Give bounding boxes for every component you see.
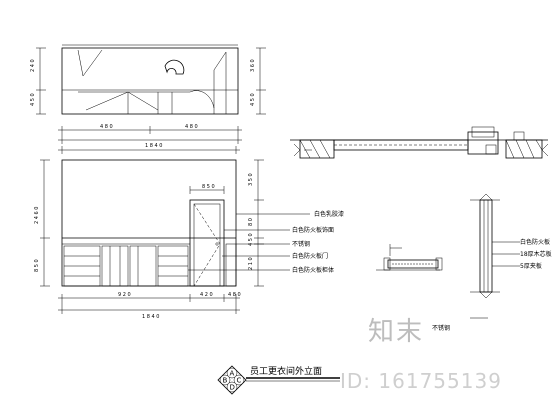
door-plan-section (290, 126, 549, 159)
title-block: A B C D 员工更衣间外立面 (217, 365, 340, 395)
cabinet-panel-3 (129, 245, 157, 287)
elev-dim-right-4: 2 1 0 (248, 257, 254, 270)
section-label-3: 5厚夹板 (520, 262, 542, 270)
elev-label-4: 白色防火板门 (292, 252, 328, 260)
plan-dim-right-1: 3 6 0 (250, 59, 256, 72)
detail-small-section (376, 244, 443, 271)
drawing-title: 员工更衣间外立面 (250, 365, 322, 377)
plan-dim-right-2: 4 5 0 (250, 93, 256, 106)
elev-label-1: 白色乳胶漆 (314, 210, 344, 218)
elev-dim-right-1: 3 5 0 (248, 173, 254, 186)
elev-dim-part-2: 4 2 0 (200, 292, 213, 298)
detail-tall-section: 白色防火板 18厚木芯板 5厚夹板 不锈钢 (432, 193, 552, 332)
watermark-id: ID: 161755139 (340, 369, 502, 393)
front-elevation: 8 5 0 9 2 0 4 2 0 4 8 0 1 8 4 0 2 4 6 0 … (34, 146, 344, 320)
door-width-dim: 8 5 0 (202, 184, 215, 190)
index-letter-d: D (230, 384, 235, 392)
watermark: 知末 ID: 161755139 (340, 317, 502, 393)
elev-dim-right-3: 4 5 0 (248, 233, 254, 246)
elev-dim-part-3: 4 8 0 (228, 292, 241, 298)
door-swing-symbol (164, 59, 185, 75)
plan-outline (61, 47, 239, 115)
section-label-1: 白色防火板 (520, 238, 550, 246)
plan-view: 4 8 0 4 8 0 1 8 4 0 2 4 0 4 5 0 3 6 0 4 … (30, 44, 266, 149)
elev-label-3: 不锈钢 (292, 240, 310, 248)
plan-dim-part-2: 4 8 0 (185, 124, 198, 130)
plan-dim-part-1: 4 8 0 (100, 124, 113, 130)
elevation-outline (61, 159, 237, 287)
elev-dim-left-lower: 8 5 0 (34, 259, 40, 272)
index-letter-c: C (237, 377, 242, 385)
index-letter-a: A (230, 370, 235, 378)
elev-dim-right-2: 8 0 (248, 218, 254, 226)
elev-label-2: 白色防火板饰面 (292, 226, 334, 234)
elev-dim-part-1: 9 2 0 (118, 292, 131, 298)
watermark-brand: 知末 (368, 317, 424, 347)
section-label-4: 不锈钢 (432, 324, 450, 332)
tall-section-body (479, 199, 493, 293)
cabinet-panel-2 (101, 245, 129, 287)
elev-dim-total: 1 8 4 0 (142, 314, 160, 320)
plan-dim-left-2: 4 5 0 (30, 93, 36, 106)
elevation-door (189, 199, 225, 287)
plan-dim-left-1: 2 4 0 (30, 59, 36, 72)
section-label-2: 18厚木芯板 (520, 250, 552, 258)
elev-label-5: 白色防火板柜体 (292, 266, 334, 274)
elev-dim-left: 2 4 6 0 (34, 207, 40, 225)
index-letter-b: B (223, 377, 228, 385)
plan-dim-width: 1 8 4 0 (145, 143, 163, 149)
